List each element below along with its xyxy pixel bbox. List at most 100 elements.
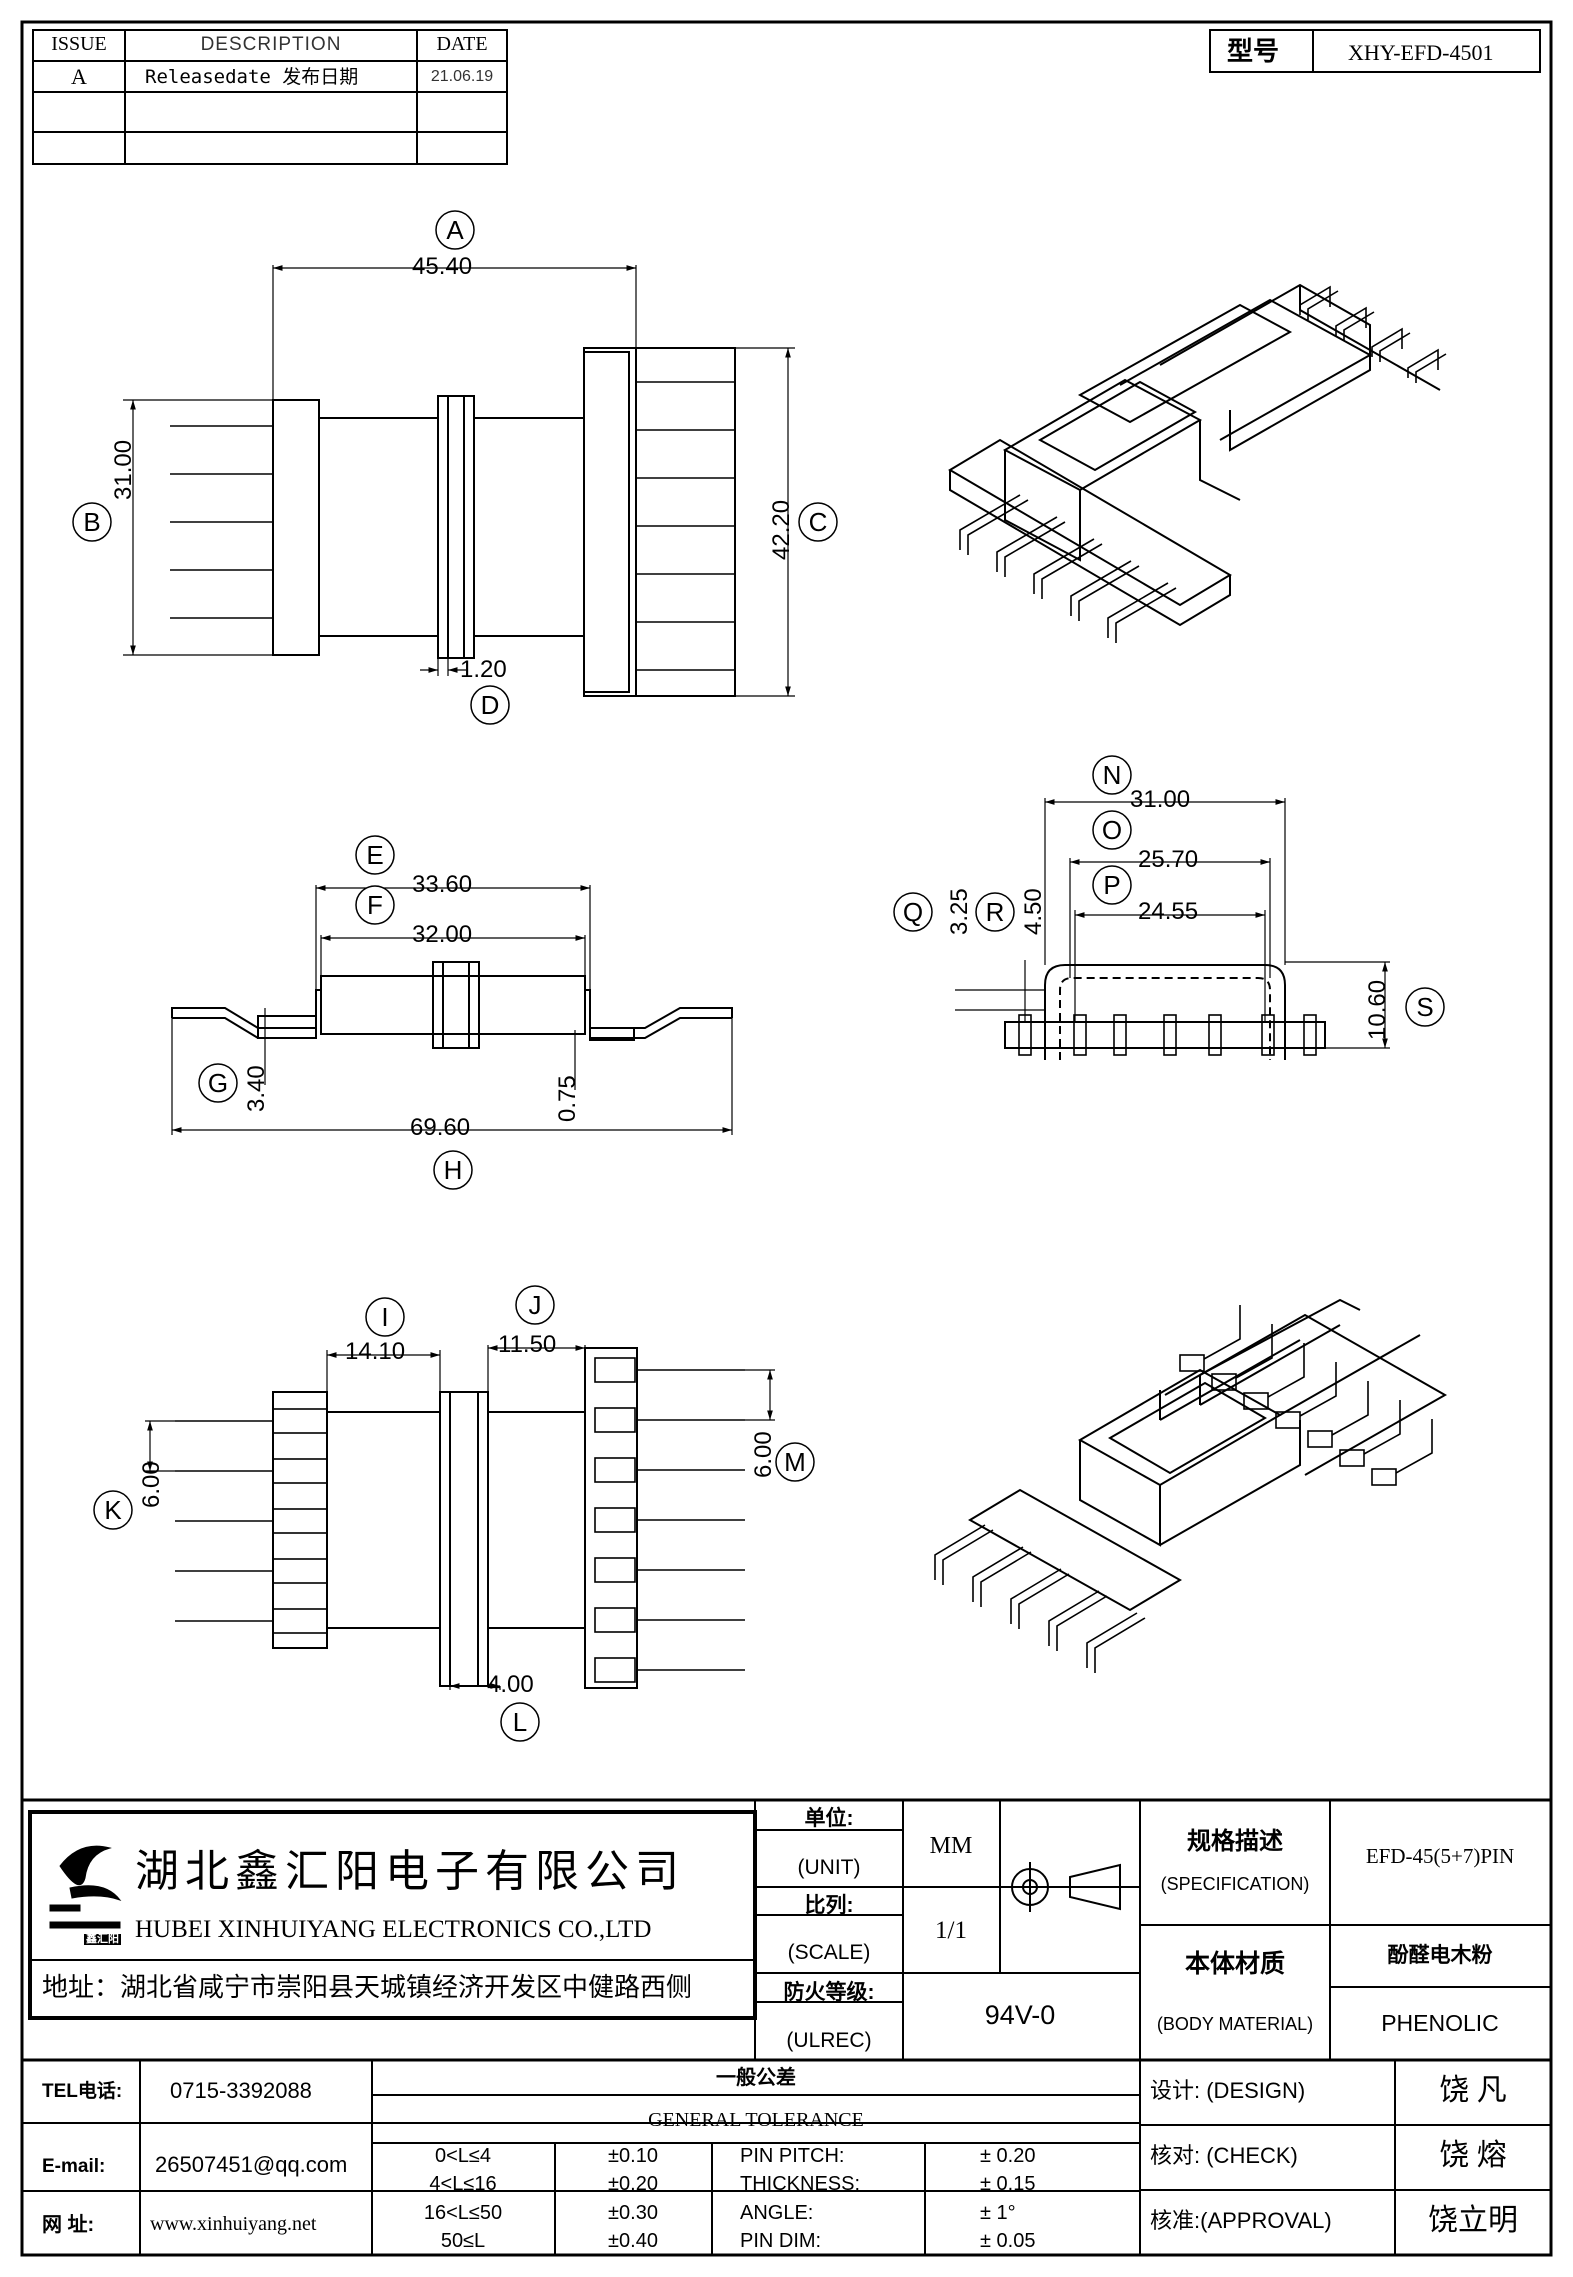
tel-label: TEL电话: bbox=[42, 2081, 123, 2102]
approval-label: 核准:(APPROVAL) bbox=[1150, 2208, 1332, 2233]
dim-G-value: 3.40 bbox=[243, 1065, 270, 1112]
iso-pin bbox=[1235, 1324, 1273, 1379]
revision-date: 21.06.19 bbox=[430, 68, 494, 85]
callout-circle-o bbox=[1092, 810, 1132, 850]
callout-circle-l bbox=[500, 1702, 540, 1742]
dim-A-value: 45.40 bbox=[412, 253, 473, 280]
logo-text: 鑫汇阳 bbox=[84, 1933, 121, 1945]
spec-value: EFD-45(5+7)PIN bbox=[1365, 1844, 1515, 1868]
dim-R-value: 4.50 bbox=[1020, 888, 1047, 935]
callout-letter-h: H bbox=[443, 1155, 463, 1185]
callout-letter-n: N bbox=[1102, 760, 1122, 790]
company-name-en: HUBEI XINHUIYANG ELECTRONICS CO.,LTD bbox=[135, 1916, 652, 1943]
company-logo bbox=[49, 1845, 122, 1929]
callout-circle-s bbox=[1405, 987, 1445, 1027]
tolerance-range: 0<L≤4 bbox=[434, 2145, 492, 2167]
tolerance-item-value: ± 0.15 bbox=[980, 2173, 1036, 2195]
iso-pin-block bbox=[1307, 1430, 1333, 1448]
tolerance-value: ±0.30 bbox=[608, 2202, 658, 2224]
dim-P-value: 24.55 bbox=[1138, 898, 1199, 925]
tolerance-value: ±0.20 bbox=[608, 2173, 658, 2195]
pin-slot-right bbox=[594, 1557, 636, 1583]
iso-pin bbox=[996, 516, 1066, 577]
callout-letter-d: D bbox=[480, 690, 500, 720]
iso-pin-block bbox=[1179, 1354, 1205, 1372]
pin-end bbox=[1303, 1014, 1317, 1056]
callout-circle-h bbox=[433, 1150, 473, 1190]
pin-slot-right bbox=[594, 1357, 636, 1383]
tolerance-range: 50≤L bbox=[440, 2230, 486, 2252]
tolerance-item-name: ANGLE: bbox=[740, 2202, 814, 2224]
iso-pin bbox=[1331, 1381, 1369, 1436]
unit-label-en: (UNIT) bbox=[797, 1856, 861, 1879]
pin-slot-right bbox=[594, 1507, 636, 1533]
dim-S-value: 10.60 bbox=[1364, 979, 1391, 1040]
callout-letter-a: A bbox=[446, 215, 464, 245]
dim-K-value: 6.00 bbox=[138, 1461, 165, 1508]
callout-circle-j bbox=[515, 1285, 555, 1325]
iso-pin bbox=[1048, 1590, 1108, 1651]
revision-header-issue: ISSUE bbox=[51, 33, 107, 55]
pin-end bbox=[1163, 1014, 1177, 1056]
iso-pin bbox=[1335, 306, 1375, 341]
scale-label-en: (SCALE) bbox=[787, 1941, 871, 1964]
company-address: 地址：湖北省咸宁市崇阳县天城镇经济开发区中健路西侧 bbox=[42, 1973, 693, 2002]
view-top bbox=[272, 347, 736, 697]
tolerance-item-value: ± 1° bbox=[980, 2202, 1016, 2224]
iso-pin bbox=[1203, 1305, 1241, 1360]
callout-letter-p: P bbox=[1103, 870, 1121, 900]
callout-circle-a bbox=[435, 210, 475, 250]
dim-O-value: 25.70 bbox=[1138, 846, 1199, 873]
revision-header-description: DESCRIPTION bbox=[200, 34, 342, 55]
approval-label: 核对: (CHECK) bbox=[1150, 2143, 1298, 2168]
dim-E-value: 33.60 bbox=[412, 871, 473, 898]
pin-end bbox=[1261, 1014, 1275, 1056]
unit-label: 单位: bbox=[804, 1807, 854, 1830]
callout-circle-q bbox=[893, 892, 933, 932]
dim-H2-value: 0.75 bbox=[554, 1075, 581, 1122]
dim-F-value: 32.00 bbox=[412, 921, 473, 948]
callout-circle-i bbox=[365, 1297, 405, 1337]
iso-pin bbox=[959, 494, 1029, 555]
tolerance-title-en: GENERAL TOLERANCE bbox=[648, 2109, 864, 2131]
revision-description: Releasedate 发布日期 bbox=[145, 66, 359, 88]
tolerance-range: 4<L≤16 bbox=[429, 2173, 497, 2195]
approval-name: 饶立明 bbox=[1428, 2204, 1518, 2237]
unit-value: MM bbox=[929, 1833, 973, 1859]
iso-pin-block bbox=[1339, 1449, 1365, 1467]
iso-pin-block bbox=[1275, 1411, 1301, 1429]
tel-value: 0715-3392088 bbox=[170, 2078, 312, 2103]
spec-label: 规格描述 bbox=[1187, 1828, 1283, 1855]
tolerance-title-cn: 一般公差 bbox=[716, 2067, 796, 2089]
pin-slot-right bbox=[594, 1407, 636, 1433]
dim-C-value: 42.20 bbox=[768, 499, 795, 560]
email-label: E-mail: bbox=[42, 2156, 106, 2177]
iso-pin bbox=[1299, 1362, 1337, 1417]
callout-circle-m bbox=[775, 1442, 815, 1482]
view-end bbox=[1004, 964, 1326, 1060]
iso-pin bbox=[1010, 1568, 1070, 1629]
email-value: 26507451@qq.com bbox=[155, 2152, 348, 2177]
iso-pin-block bbox=[1371, 1468, 1397, 1486]
dim-Q-value: 3.25 bbox=[946, 888, 973, 935]
web-label: 网 址: bbox=[42, 2214, 95, 2236]
tolerance-range: 16<L≤50 bbox=[423, 2202, 503, 2224]
callout-letter-f: F bbox=[367, 890, 383, 920]
pin-slot-left bbox=[272, 1558, 328, 1584]
fire-label-en: (ULREC) bbox=[786, 2029, 872, 2052]
approval-name: 饶 熔 bbox=[1439, 2139, 1507, 2172]
callout-circle-b bbox=[72, 502, 112, 542]
iso-pin bbox=[934, 1524, 994, 1585]
callout-letter-c: C bbox=[808, 507, 828, 537]
iso-view-lower bbox=[968, 1298, 1448, 1612]
pin-slot-left bbox=[272, 1508, 328, 1534]
pin-end bbox=[1208, 1014, 1222, 1056]
iso-pin bbox=[972, 1546, 1032, 1607]
dim-N-value: 31.00 bbox=[1130, 786, 1191, 813]
callout-letter-s: S bbox=[1416, 992, 1434, 1022]
callout-circle-k bbox=[93, 1490, 133, 1530]
dim-B-value: 31.00 bbox=[110, 439, 137, 500]
iso-pin bbox=[1371, 327, 1411, 362]
